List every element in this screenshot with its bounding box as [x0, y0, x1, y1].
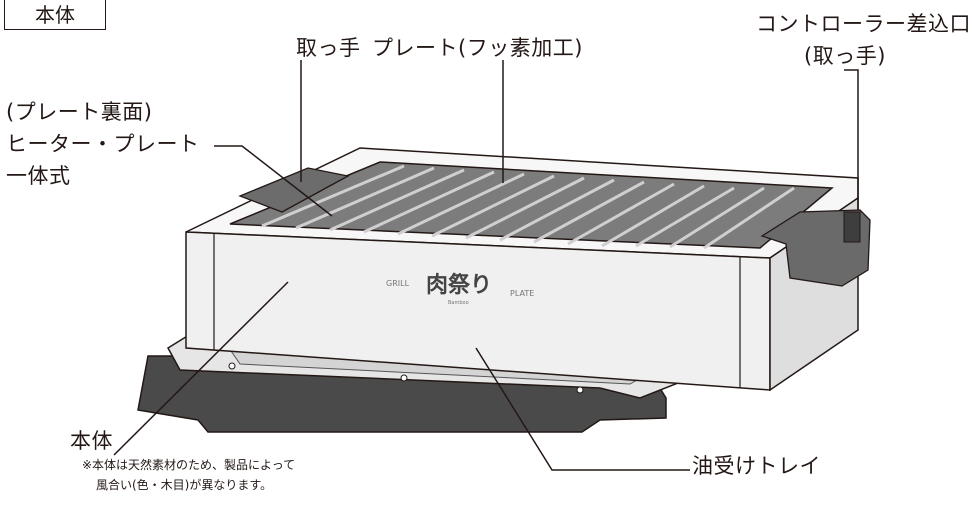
section-tag: 本体: [4, 0, 106, 30]
label-plate: プレート(フッ素加工): [372, 36, 583, 60]
svg-text:GRILL: GRILL: [386, 279, 410, 288]
note-line-2: 風合い(色・木目)が異なります。: [96, 478, 273, 492]
label-integrated: 一体式: [6, 164, 71, 188]
svg-text:肉祭り: 肉祭り: [426, 272, 492, 298]
leader-lines: [113, 60, 859, 471]
svg-text:PLATE: PLATE: [510, 289, 534, 298]
leader-heater-plate: [214, 145, 333, 217]
left-handle: [238, 167, 350, 213]
leader-body: [113, 281, 289, 456]
leader-oil-tray: [475, 347, 690, 471]
controller-socket: [760, 209, 871, 287]
label-body: 本体: [70, 429, 113, 453]
leader-controller: [844, 69, 859, 210]
label-handle-left: 取っ手: [296, 36, 361, 60]
svg-text:Bamboo: Bamboo: [448, 300, 469, 306]
label-heater-plate: ヒーター・プレート: [6, 132, 200, 156]
brand-logo: GRILL 肉祭り Bamboo PLATE: [386, 272, 534, 306]
grill-plate: [229, 161, 834, 250]
label-controller-handle: (取っ手): [804, 44, 886, 68]
label-oil-tray: 油受けトレイ: [692, 454, 821, 478]
note-line-1: ※本体は天然素材のため、製品によって: [82, 458, 296, 472]
label-controller-socket: コントローラー差込口: [756, 12, 971, 36]
label-plate-back: (プレート裏面): [6, 100, 153, 124]
